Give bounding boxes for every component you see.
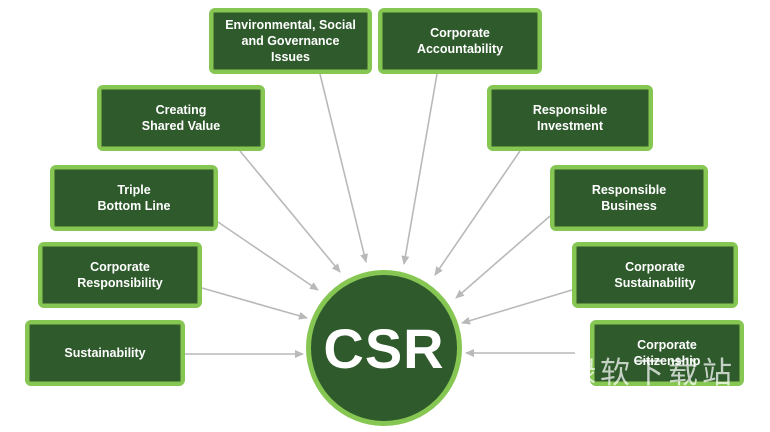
- box-label: Triple Bottom Line: [97, 183, 171, 213]
- box-label: Corporate Responsibility: [77, 260, 163, 290]
- arrows-group: [185, 73, 575, 358]
- box-triple-bottom-line: Triple Bottom Line: [50, 165, 218, 231]
- box-label: Responsible Business: [591, 183, 667, 213]
- csr-center-circle: CSR: [306, 270, 462, 426]
- box-label: Creating Shared Value: [141, 103, 221, 133]
- box-label: Responsible Investment: [532, 103, 608, 133]
- arrow-responsible-business: [455, 215, 551, 299]
- box-corporate-citizenship: Corporate Citizenship: [590, 320, 744, 386]
- arrow-esg: [319, 73, 368, 263]
- box-corporate-responsibility: Corporate Responsibility: [38, 242, 202, 308]
- box-label: Sustainability: [64, 346, 146, 360]
- box-corporate-sustainability: Corporate Sustainability: [572, 242, 738, 308]
- box-creating-shared-value: Creating Shared Value: [97, 85, 265, 151]
- box-corporate-accountability: Corporate Accountability: [378, 8, 542, 74]
- box-label: Corporate Sustainability: [614, 260, 696, 290]
- arrow-triple-bottom-line: [217, 221, 319, 291]
- arrow-responsible-investment: [434, 150, 521, 276]
- arrow-creating-shared-value: [239, 150, 341, 273]
- box-label: Environmental, Social and Governance Iss…: [225, 18, 356, 64]
- box-label: Corporate Accountability: [416, 26, 504, 56]
- watermark-text: 绿软下载站: [566, 356, 736, 391]
- box-responsible-business: Responsible Business: [550, 165, 708, 231]
- box-label: Corporate Citizenship: [633, 338, 701, 368]
- box-esg: Environmental, Social and Governance Iss…: [209, 8, 372, 74]
- arrow-corporate-responsibility: [201, 287, 308, 320]
- csr-center-label: CSR: [323, 316, 445, 380]
- arrow-corporate-sustainability: [461, 289, 573, 325]
- box-responsible-investment: Responsible Investment: [487, 85, 653, 151]
- arrow-corporate-accountability: [401, 73, 438, 265]
- box-sustainability: Sustainability: [25, 320, 185, 386]
